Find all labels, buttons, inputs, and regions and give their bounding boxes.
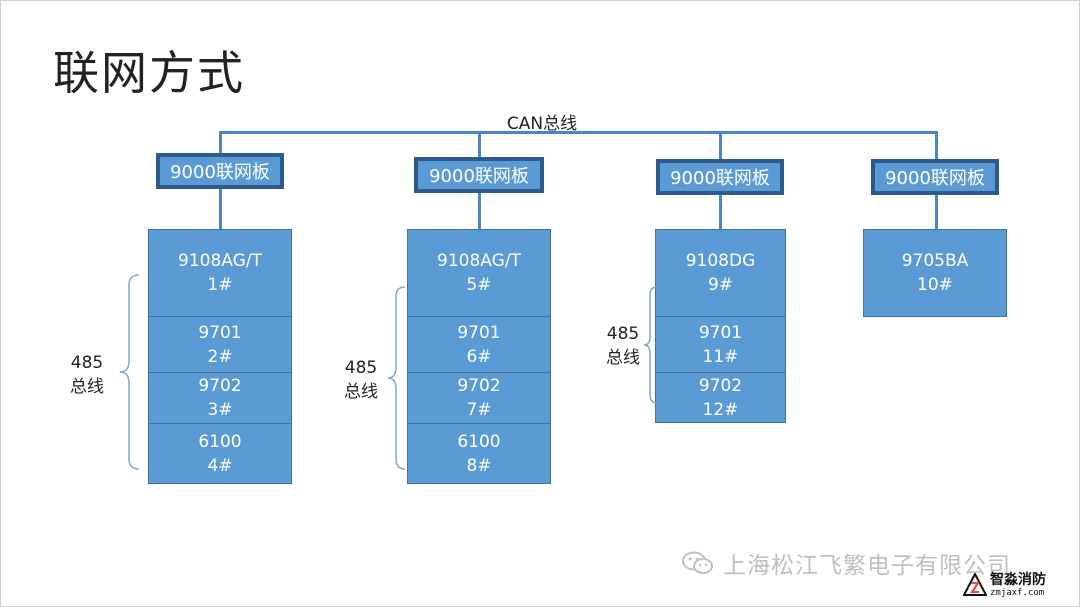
rs485-brace-1 [119, 274, 140, 470]
device-model: 9702 [457, 376, 501, 396]
rs485-brace-3 [643, 286, 658, 404]
can-bus-label: CAN总线 [506, 114, 578, 134]
device-number: 10# [917, 275, 953, 295]
device-model: 9108DG [685, 251, 756, 271]
connector-4 [935, 195, 938, 229]
network-board-2: 9000联网板 [414, 157, 544, 193]
device-number: 4# [207, 455, 233, 476]
device-box: 6100 4# [148, 423, 292, 484]
device-model: 9108AG/T [437, 251, 521, 271]
device-number: 5# [466, 275, 492, 295]
can-drop-3 [719, 131, 722, 159]
device-model: 9705BA [901, 251, 969, 271]
rs485-bus-label-1: 485 总线 [70, 353, 104, 397]
device-model: 6100 [457, 431, 501, 452]
device-box: 9702 3# [148, 372, 292, 424]
device-box: 9108AG/T 1# [148, 229, 292, 317]
can-drop-1 [219, 131, 222, 153]
device-model: 9701 [198, 322, 242, 343]
device-number: 9# [707, 275, 734, 295]
network-board-3: 9000联网板 [656, 159, 784, 195]
watermark: 上海松江飞繁电子有限公司 [681, 546, 1011, 580]
device-box: 6100 8# [407, 423, 551, 484]
device-number: 2# [207, 346, 233, 367]
device-box: 9702 12# [655, 372, 786, 423]
wechat-icon [682, 551, 713, 574]
can-bus-line [219, 131, 937, 134]
device-number: 11# [702, 346, 739, 367]
device-box: 9108AG/T 5# [407, 229, 551, 317]
connector-1 [219, 189, 222, 229]
device-model: 6100 [198, 431, 242, 452]
device-number: 7# [466, 400, 492, 420]
device-number: 8# [466, 455, 492, 476]
device-number: 1# [207, 275, 233, 295]
device-number: 12# [702, 399, 739, 420]
device-box: 9701 6# [407, 316, 551, 373]
device-model: 9701 [457, 322, 501, 343]
device-box: 9108DG 9# [655, 229, 786, 317]
device-model: 9701 [698, 322, 743, 343]
connector-2 [478, 193, 481, 229]
rs485-brace-2 [387, 286, 406, 470]
page-title: 联网方式 [53, 46, 245, 100]
watermark-text: 上海松江飞繁电子有限公司 [723, 553, 1011, 579]
rs485-bus-label-2: 485 总线 [344, 358, 378, 402]
can-drop-4 [935, 131, 938, 159]
brand-logo: 智淼消防 zmjaxf.com [963, 572, 1046, 598]
device-model: 9108AG/T [178, 251, 262, 271]
logo-url: zmjaxf.com [990, 588, 1045, 598]
device-number: 6# [466, 346, 492, 367]
device-model: 9702 [198, 376, 242, 396]
network-board-1: 9000联网板 [156, 153, 284, 189]
logo-icon [963, 573, 987, 596]
connector-3 [719, 195, 722, 229]
logo-name: 智淼消防 [990, 572, 1046, 588]
device-number: 3# [207, 400, 233, 420]
device-box: 9702 7# [407, 372, 551, 424]
device-model: 9702 [698, 375, 743, 396]
rs485-bus-label-3: 485 总线 [606, 324, 640, 368]
device-box: 9701 11# [655, 316, 786, 373]
device-box: 9701 2# [148, 316, 292, 373]
network-board-4: 9000联网板 [871, 159, 999, 195]
can-drop-2 [478, 131, 481, 157]
device-box: 9705BA 10# [863, 229, 1007, 317]
